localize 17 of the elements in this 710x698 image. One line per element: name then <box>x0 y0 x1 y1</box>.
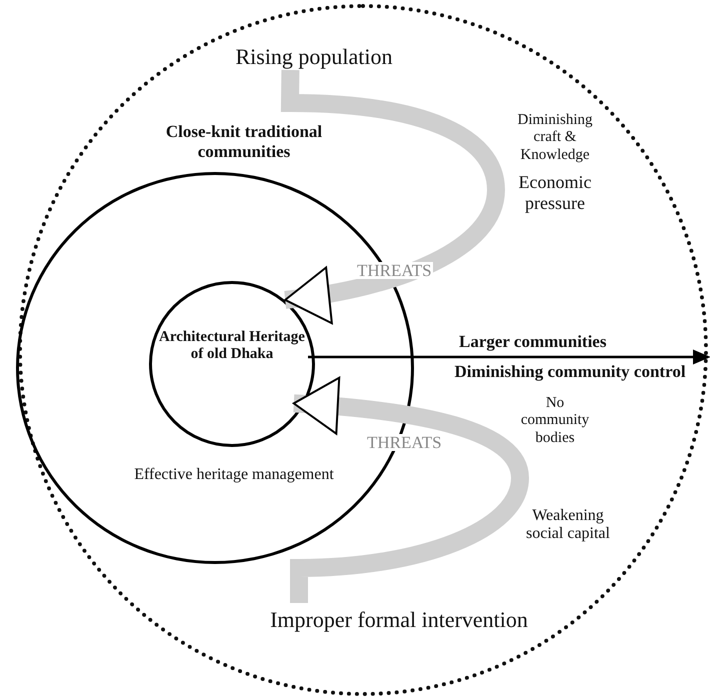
edge-label: Larger communities <box>458 333 608 350</box>
arrow <box>308 350 709 364</box>
side-note: No community bodies <box>520 395 590 447</box>
circle-title: Architectural Heritage of old Dhaka <box>158 329 306 364</box>
circle-heading: Close-knit traditional communities <box>164 122 324 162</box>
circle-caption: Effective heritage management <box>133 466 335 484</box>
side-note: Weakening social capital <box>525 507 611 544</box>
side-note: Economic pressure <box>518 172 592 214</box>
cause-text: Improper formal intervention <box>249 607 549 633</box>
heritage-circle <box>149 281 315 447</box>
curved-arrow <box>290 377 529 603</box>
edge-label: THREATS <box>356 262 433 279</box>
edge-label: THREATS <box>366 434 443 451</box>
arrow-caption: Diminishing community control <box>453 362 687 382</box>
cause-text: Rising population <box>216 44 412 70</box>
curved-arrow <box>281 70 505 324</box>
side-note: Diminishing craft & Knowledge <box>516 112 594 164</box>
